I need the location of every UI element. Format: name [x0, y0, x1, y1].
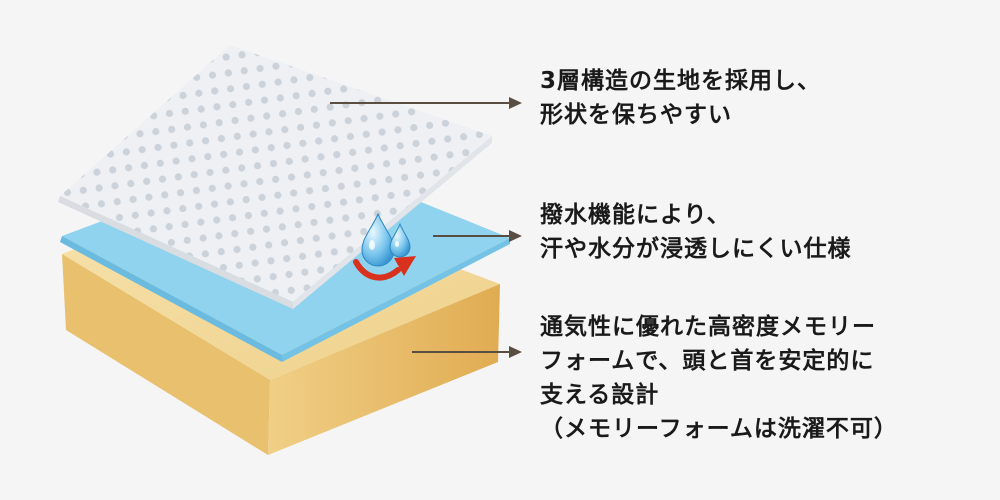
memory-foam-caption-line-1: 通気性に優れた高密度メモリー — [540, 314, 876, 340]
pointer-arrow-bottom — [412, 346, 522, 358]
pointer-arrow-top — [330, 97, 522, 109]
memory-foam-caption-line-4: （メモリーフォームは洗濯不可） — [540, 416, 898, 442]
memory-foam-caption: 通気性に優れた高密度メモリー フォームで、頭と首を安定的に 支える設計 （メモリ… — [540, 310, 898, 446]
fabric-caption-line-2: 形状を保ちやすい — [540, 102, 732, 128]
memory-foam-caption-line-2: フォームで、頭と首を安定的に — [540, 348, 875, 374]
water-drops-icon — [361, 212, 411, 267]
fabric-layer-caption: 3層構造の生地を採用し、 形状を保ちやすい — [540, 64, 821, 132]
fabric-caption-line-1: 3層構造の生地を採用し、 — [540, 68, 822, 94]
memory-foam-caption-line-3: 支える設計 — [540, 382, 660, 408]
water-repellent-caption: 撥水機能により、 汗や水分が浸透しにくい仕様 — [540, 198, 852, 266]
fabric-layer — [58, 45, 492, 309]
red-curved-arrow-icon — [353, 256, 416, 281]
pointer-arrow-middle — [433, 230, 522, 242]
water-repellent-caption-line-1: 撥水機能により、 — [540, 202, 731, 228]
water-repellent-caption-line-2: 汗や水分が浸透しにくい仕様 — [540, 236, 852, 262]
